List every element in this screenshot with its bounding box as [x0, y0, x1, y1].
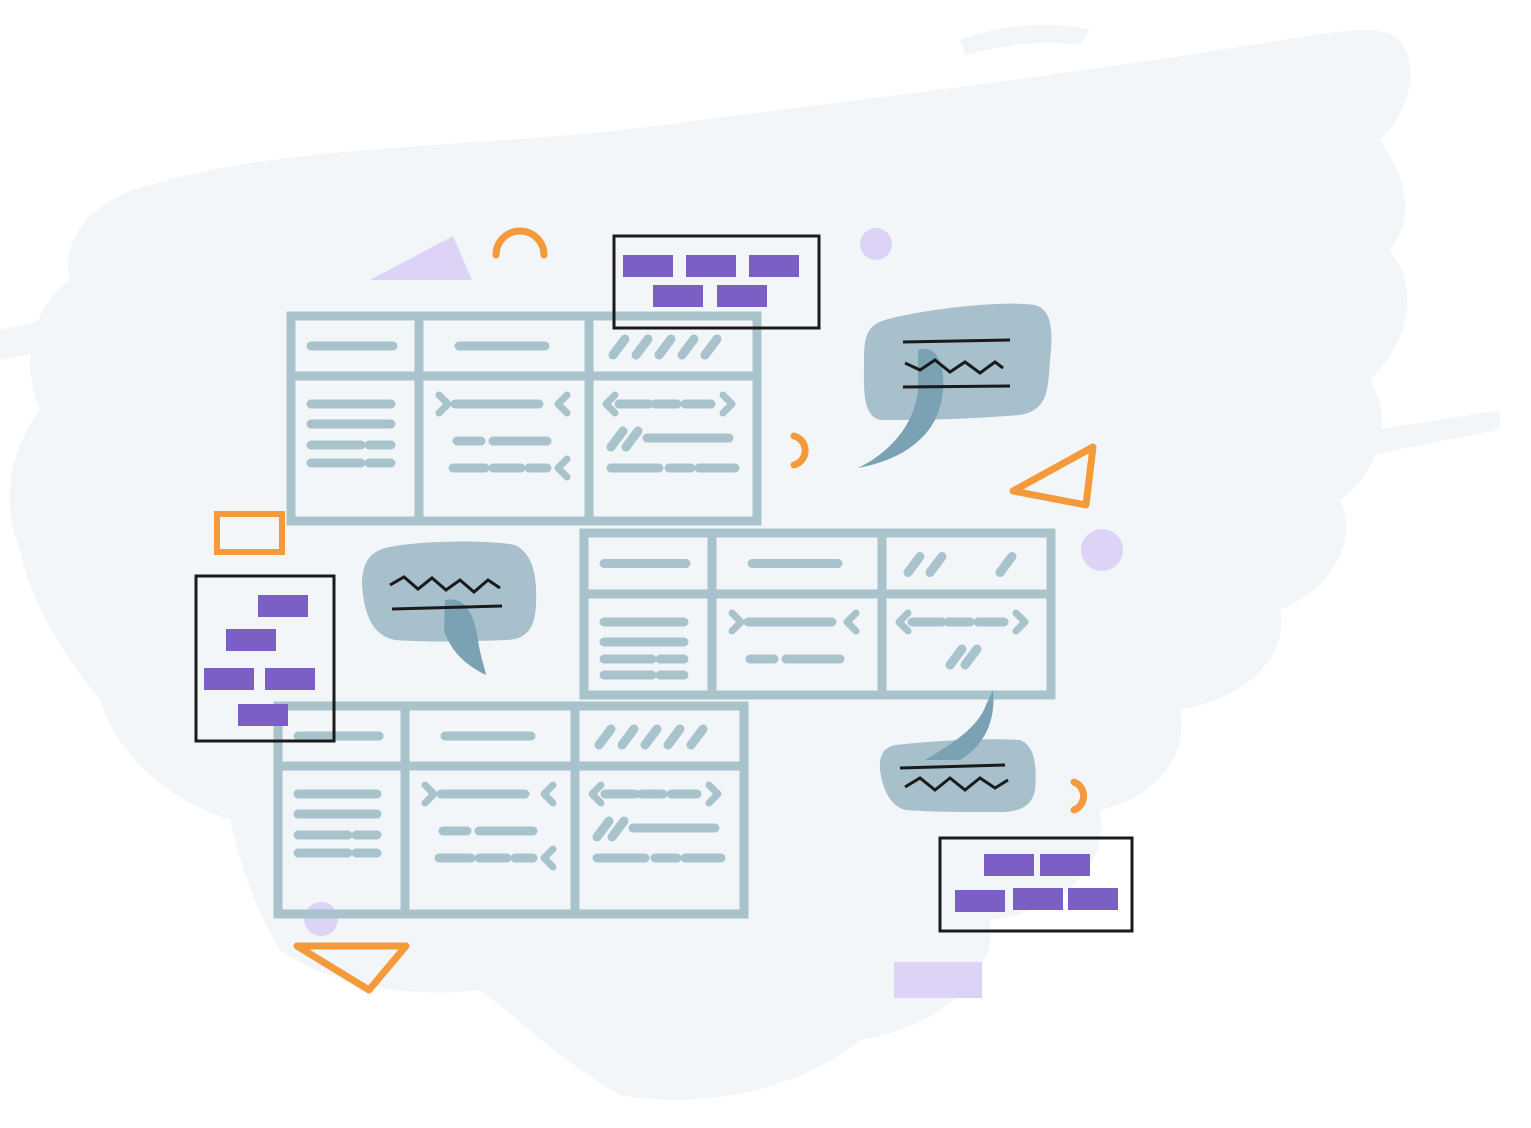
slash-mark	[925, 552, 947, 577]
slash-mark	[608, 334, 630, 360]
slash-mark	[594, 724, 616, 750]
note-card-frame	[612, 234, 821, 330]
note-block	[984, 854, 1034, 876]
slash-mark	[677, 334, 699, 360]
chevron-right-icon	[719, 391, 736, 417]
note-cards-group	[194, 234, 1134, 933]
slash-mark	[592, 816, 614, 842]
lavender-triangle	[370, 236, 472, 280]
note-block	[623, 255, 673, 277]
note-block	[1013, 888, 1063, 910]
chevron-left-icon	[540, 781, 557, 807]
brush-streak	[0, 303, 240, 360]
note-block	[717, 285, 767, 307]
slash-mark	[617, 724, 639, 750]
slash-mark	[960, 644, 982, 670]
slash-mark	[606, 426, 628, 452]
note-block	[955, 890, 1005, 912]
slash-mark	[621, 426, 643, 452]
bubble-body	[863, 303, 1052, 420]
slash-mark	[631, 334, 653, 360]
bubble-tail	[444, 599, 486, 675]
bubble-line	[391, 604, 503, 611]
note-block	[1068, 888, 1118, 910]
orange-arc	[790, 432, 809, 469]
note-card-bottom-right	[938, 836, 1134, 933]
table-frame	[579, 528, 1056, 700]
chevron-left-icon	[602, 391, 619, 417]
chevron-right-icon	[705, 781, 722, 807]
bubble-tail	[925, 690, 994, 760]
lavender-rectangle	[894, 962, 982, 998]
slash-mark	[640, 724, 662, 750]
note-block	[238, 704, 288, 726]
slash-mark	[903, 552, 925, 577]
slash-mark	[607, 816, 629, 842]
slash-mark	[663, 724, 685, 750]
bubble-body	[879, 739, 1036, 812]
note-card-frame	[194, 574, 336, 743]
table-bottom	[273, 701, 749, 919]
chevron-left-icon	[895, 609, 912, 635]
note-card-left	[194, 574, 336, 743]
note-block	[265, 668, 315, 690]
chevron-right-icon	[421, 781, 438, 807]
speech-bubble-top-right	[858, 303, 1052, 468]
brush-streak	[1300, 410, 1500, 465]
orange-rectangle	[214, 511, 285, 555]
slash-mark	[654, 334, 676, 360]
chevron-right-icon	[1012, 609, 1029, 635]
slash-mark	[945, 644, 967, 670]
bubble-tail	[858, 348, 944, 468]
chevron-left-icon	[554, 455, 571, 481]
orange-triangle	[293, 942, 410, 994]
lavender-dot	[1081, 529, 1123, 571]
bubble-line	[902, 384, 1011, 389]
note-block	[258, 595, 308, 617]
chevron-left-icon	[554, 391, 571, 417]
slash-mark	[995, 552, 1017, 577]
lavender-dot	[860, 228, 892, 260]
note-block	[204, 668, 254, 690]
orange-triangle	[1009, 443, 1097, 509]
tables-group	[273, 311, 1056, 919]
note-block	[226, 629, 276, 651]
table-top	[286, 311, 762, 526]
chevron-left-icon	[588, 781, 605, 807]
slash-mark	[686, 724, 708, 750]
orange-arc	[1070, 778, 1088, 814]
chevron-left-icon	[843, 609, 860, 635]
bubble-line	[899, 763, 1006, 770]
lavender-dot	[304, 902, 338, 936]
table-frame	[273, 701, 749, 919]
bubble-squiggle	[904, 776, 1009, 792]
speech-bubble-bottom-right	[879, 690, 1036, 812]
chevron-right-icon	[435, 391, 452, 417]
brush-streak	[960, 24, 1090, 55]
note-card-frame	[938, 836, 1134, 933]
chevron-left-icon	[540, 845, 557, 871]
note-block	[1040, 854, 1090, 876]
slash-mark	[700, 334, 722, 360]
chevron-right-icon	[728, 609, 745, 635]
note-block	[653, 285, 703, 307]
note-block	[686, 255, 736, 277]
bubble-squiggle	[389, 575, 501, 594]
bubble-body	[362, 541, 537, 642]
table-frame	[286, 311, 762, 526]
orange-arc	[492, 227, 548, 259]
bubble-line	[902, 338, 1011, 344]
table-middle	[579, 528, 1056, 700]
note-block	[749, 255, 799, 277]
bubble-squiggle	[904, 358, 1004, 375]
speech-bubble-middle-left	[362, 541, 537, 675]
note-card-top	[612, 234, 821, 330]
